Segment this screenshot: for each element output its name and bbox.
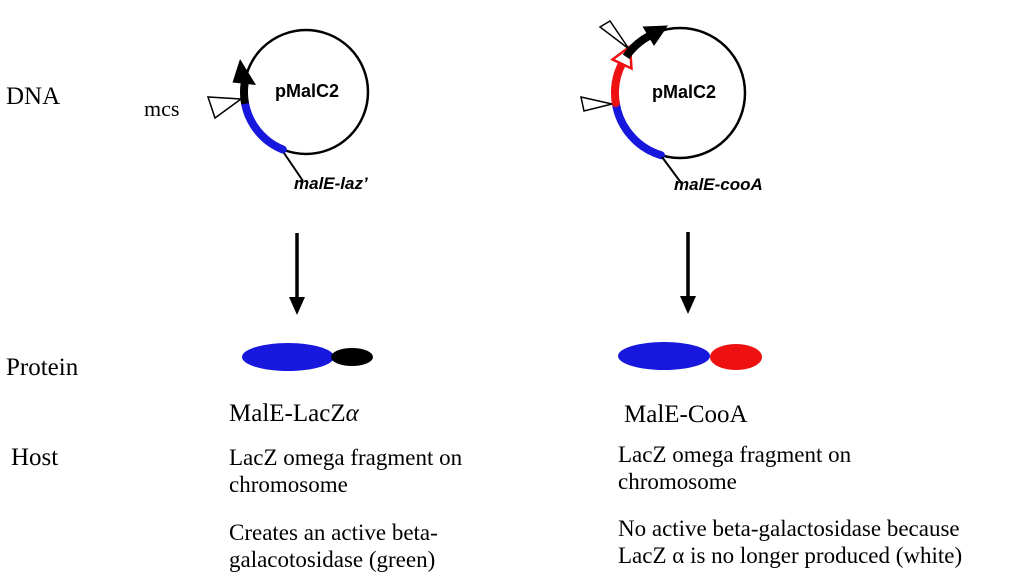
host-description-right-line1: LacZ omega fragment on [618,442,852,467]
gene-label-left: malE-laz’ [294,174,368,193]
plasmid-name-right: pMalC2 [651,82,716,102]
result-description-right-line1: No active beta-galactosidase because [618,516,960,541]
host-description-right: LacZ omega fragment on chromosome [618,441,851,495]
malE-domain-shape-right [618,342,710,370]
plasmid-name-left: pMalC2 [274,81,339,101]
result-description-left-line2: galacotosidase (green) [229,547,436,572]
lacz-gene-segment-right [622,32,651,60]
down-arrow-head-left [289,297,305,315]
cooA-gene-segment-right [611,59,627,108]
cooA-domain-shape [710,344,762,370]
down-arrow-icon-right [680,232,696,314]
malE-gene-segment-left [241,99,287,154]
lacz-gene-arrowhead-left [232,59,256,85]
gene-label-leader-left [283,152,304,182]
protein-name-left-alpha: α [345,400,359,427]
down-arrow-head-right [680,296,696,314]
protein-name-right: MalE-CooA [624,401,748,428]
protein-name-left-prefix: MalE-LacZ [229,400,346,427]
plasmid-right [580,19,747,185]
result-description-right: No active beta-galactosidase because Lac… [618,515,962,569]
result-description-left: Creates an active beta- galacotosidase (… [229,519,438,573]
host-description-left-line1: LacZ omega fragment on [229,445,463,470]
host-row-label: Host [11,444,59,471]
dna-row-label: DNA [6,83,61,110]
gene-label-right: malE-cooA [674,175,763,194]
result-description-left-line1: Creates an active beta- [229,520,438,545]
protein-row-label: Protein [6,354,79,381]
mcs-pointer-icon-left [206,96,244,120]
malE-domain-shape-left [242,343,334,371]
lacz-gene-arrowhead-right [642,25,668,46]
malE-gene-segment-right [611,99,665,160]
protein-fusion-right [618,342,762,370]
protein-name-left: MalE-LacZα [229,400,359,428]
result-description-right-line2: LacZ α is no longer produced (white) [618,543,963,568]
host-description-left: LacZ omega fragment on chromosome [229,444,462,498]
mcs-label: mcs [144,96,180,121]
host-description-left-line2: chromosome [229,472,348,497]
down-arrow-icon-left [289,233,305,315]
lacz-gene-segment-left [240,82,250,105]
insertion-pointer-icon-left-right [580,96,613,112]
protein-fusion-left [242,343,373,371]
lacz-alpha-domain-shape [331,348,373,366]
host-description-right-line2: chromosome [618,469,737,494]
gene-label-leader-right [661,156,683,185]
insertion-pointer-icon-top-right [598,19,630,50]
plasmid-left [206,28,370,182]
